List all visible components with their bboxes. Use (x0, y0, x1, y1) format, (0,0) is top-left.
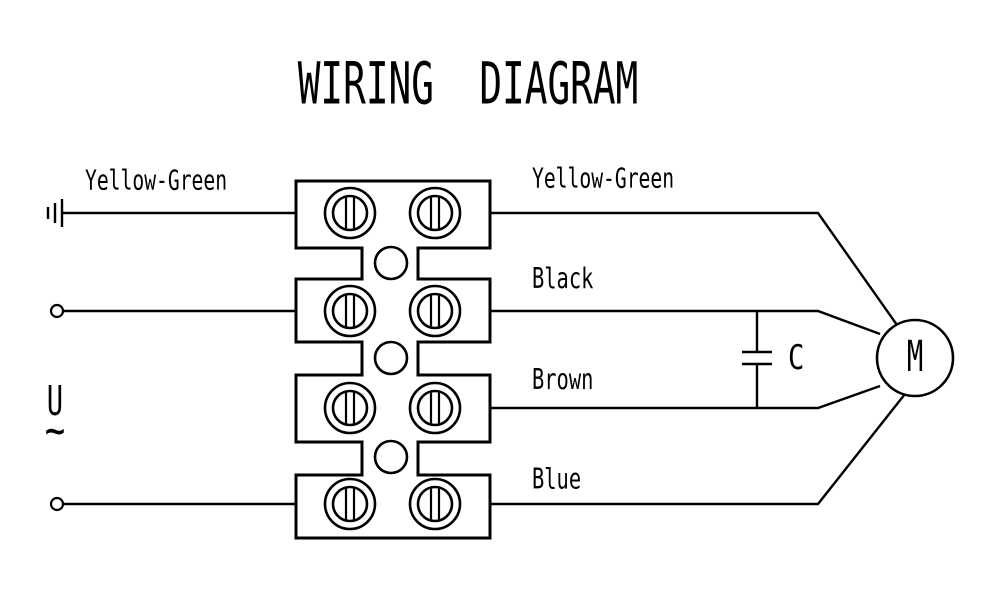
capacitor-label: C (788, 338, 804, 378)
screw-terminal-icon (408, 284, 462, 338)
line-terminal-dot (49, 303, 65, 319)
left-neutral-wire (49, 496, 296, 512)
supply-voltage-label: U (47, 379, 63, 426)
screw-terminal-icon (323, 186, 377, 240)
screw-terminal-icon (323, 381, 377, 435)
capacitor-icon (742, 311, 772, 408)
terminal-block (294, 179, 492, 540)
terminal-hole-3 (373, 439, 409, 475)
neutral-terminal-dot (49, 496, 65, 512)
screw-terminal-icon (408, 381, 462, 435)
screw-terminal-icon (323, 284, 377, 338)
ground-symbol-icon (46, 199, 64, 227)
label-black: Black (532, 261, 593, 294)
right-ground-wire (490, 211, 898, 326)
screw-terminal-icon (408, 186, 462, 240)
label-blue: Blue (532, 462, 581, 495)
diagram-title: WIRING DIAGRAM (298, 52, 639, 118)
left-ground-wire (46, 199, 296, 227)
ac-tilde-icon: ~ (45, 411, 65, 451)
label-brown: Brown (532, 362, 593, 395)
screw-terminal-icon (408, 477, 462, 531)
label-left-yellow-green: Yellow-Green (85, 164, 227, 196)
black-wire (490, 309, 881, 336)
motor-circle-icon (875, 318, 955, 398)
blue-wire (490, 393, 906, 506)
terminal-hole-2 (373, 340, 409, 376)
brown-wire (490, 384, 881, 410)
motor-label: M (907, 333, 923, 382)
screw-terminals (323, 186, 462, 531)
screw-terminal-icon (323, 477, 377, 531)
terminal-hole-1 (373, 245, 409, 281)
left-line-wire (49, 303, 296, 319)
label-right-yellow-green: Yellow-Green (532, 162, 674, 194)
